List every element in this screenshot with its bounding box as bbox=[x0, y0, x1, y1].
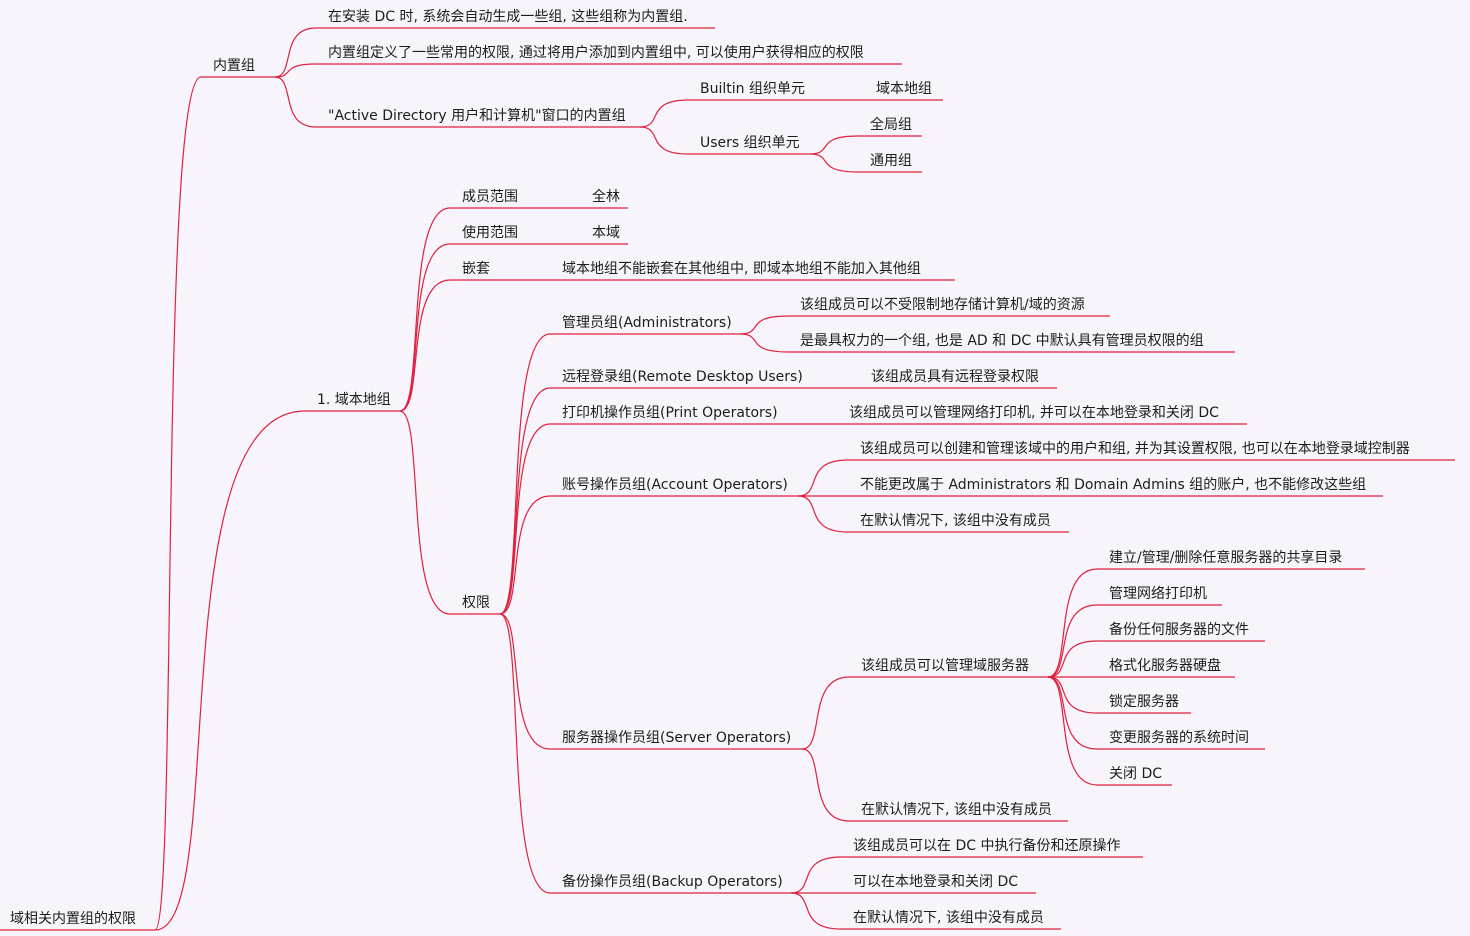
branch-connector bbox=[1047, 604, 1098, 678]
topic-node-1-3-4-0-3[interactable]: 格式化服务器硬盘 bbox=[1109, 657, 1221, 674]
topic-node-1-3-3-0[interactable]: 该组成员可以创建和管理该域中的用户和组, 并为其设置权限, 也可以在本地登录域控… bbox=[860, 440, 1410, 457]
topic-node-1-3[interactable]: 权限 bbox=[462, 595, 490, 611]
topic-node-1-3-5-0[interactable]: 该组成员可以在 DC 中执行备份和还原操作 bbox=[853, 837, 1120, 854]
topic-node-1-3-0-1[interactable]: 是最具权力的一个组, 也是 AD 和 DC 中默认具有管理员权限的组 bbox=[800, 333, 1204, 349]
topic-node-1-3-3[interactable]: 账号操作员组(Account Operators) bbox=[562, 477, 788, 493]
topic-node-0-2-1[interactable]: Users 组织单元 bbox=[700, 135, 800, 151]
branch-connector bbox=[499, 613, 551, 894]
branch-connector bbox=[399, 243, 451, 412]
topic-node-1-3-5-2[interactable]: 在默认情况下, 该组中没有成员 bbox=[853, 910, 1044, 926]
topic-node-1-3-4-0-0[interactable]: 建立/管理/删除任意服务器的共享目录 bbox=[1109, 549, 1342, 566]
topic-node-1-3-1-0[interactable]: 该组成员具有远程登录权限 bbox=[871, 369, 1039, 385]
branch-connector bbox=[274, 27, 317, 78]
branch-connector bbox=[1047, 640, 1098, 678]
branch-connector bbox=[499, 333, 551, 615]
topic-node-1-1[interactable]: 使用范围 bbox=[462, 224, 518, 241]
branch-connector bbox=[639, 99, 689, 128]
branch-connector bbox=[790, 856, 842, 894]
branch-connector bbox=[739, 315, 789, 335]
topic-node-1-3-2[interactable]: 打印机操作员组(Print Operators) bbox=[562, 404, 778, 421]
topic-node-0-2-0[interactable]: Builtin 组织单元 bbox=[700, 81, 805, 97]
topic-node-1-3-4-0-4[interactable]: 锁定服务器 bbox=[1109, 694, 1179, 710]
branch-connector bbox=[274, 63, 317, 78]
branch-connector bbox=[154, 410, 306, 931]
branch-connector bbox=[499, 387, 551, 615]
topic-node-1-1-0[interactable]: 本域 bbox=[592, 225, 620, 241]
branch-connector bbox=[399, 207, 451, 412]
root-topic[interactable]: 域相关内置组的权限 bbox=[10, 911, 136, 927]
topic-node-1[interactable]: 1. 域本地组 bbox=[317, 392, 391, 408]
branch-connector bbox=[801, 748, 850, 822]
topic-node-1-2[interactable]: 嵌套 bbox=[462, 261, 490, 277]
topic-node-1-3-5[interactable]: 备份操作员组(Backup Operators) bbox=[562, 873, 783, 890]
topic-node-1-3-4[interactable]: 服务器操作员组(Server Operators) bbox=[562, 730, 791, 746]
branch-connector bbox=[499, 495, 551, 615]
branch-connector bbox=[639, 126, 689, 155]
topic-node-0-2-1-0[interactable]: 全局组 bbox=[870, 116, 912, 133]
topic-node-1-3-4-0-1[interactable]: 管理网络打印机 bbox=[1109, 585, 1207, 602]
branch-connector bbox=[801, 676, 850, 750]
topic-node-1-3-1[interactable]: 远程登录组(Remote Desktop Users) bbox=[562, 369, 803, 385]
topic-node-1-3-0[interactable]: 管理员组(Administrators) bbox=[562, 315, 732, 331]
branch-connector bbox=[399, 279, 451, 412]
branch-connector bbox=[499, 613, 551, 750]
branch-connector bbox=[797, 459, 849, 497]
topic-node-1-3-4-0-6[interactable]: 关闭 DC bbox=[1109, 766, 1162, 782]
topic-node-0-2[interactable]: "Active Directory 用户和计算机"窗口的内置组 bbox=[328, 107, 626, 124]
topic-node-1-2-0[interactable]: 域本地组不能嵌套在其他组中, 即域本地组不能加入其他组 bbox=[562, 261, 921, 277]
branch-connector bbox=[790, 892, 842, 930]
branch-connector bbox=[809, 153, 859, 173]
branch-connector bbox=[154, 76, 202, 931]
topic-node-1-3-4-0-2[interactable]: 备份任何服务器的文件 bbox=[1109, 621, 1249, 638]
branch-connector bbox=[1047, 676, 1098, 786]
topic-node-1-0[interactable]: 成员范围 bbox=[462, 188, 518, 205]
branch-connector bbox=[739, 333, 789, 353]
branch-connector bbox=[1047, 676, 1098, 714]
branch-connector bbox=[797, 495, 849, 533]
branch-connector bbox=[274, 76, 317, 128]
topic-node-0-0[interactable]: 在安装 DC 时, 系统会自动生成一些组, 这些组称为内置组. bbox=[328, 8, 688, 25]
topic-node-0[interactable]: 内置组 bbox=[213, 58, 255, 74]
topic-node-1-3-2-0[interactable]: 该组成员可以管理网络打印机, 并可以在本地登录和关闭 DC bbox=[849, 404, 1219, 421]
topic-node-1-3-3-1[interactable]: 不能更改属于 Administrators 和 Domain Admins 组的… bbox=[860, 476, 1366, 493]
topic-node-1-3-4-0[interactable]: 该组成员可以管理域服务器 bbox=[861, 658, 1029, 674]
topic-node-0-2-0-0[interactable]: 域本地组 bbox=[876, 81, 932, 97]
topic-node-1-0-0[interactable]: 全林 bbox=[592, 188, 620, 205]
topic-node-1-3-4-1[interactable]: 在默认情况下, 该组中没有成员 bbox=[861, 802, 1052, 818]
topic-node-1-3-5-1[interactable]: 可以在本地登录和关闭 DC bbox=[853, 874, 1018, 890]
topic-node-1-3-0-0[interactable]: 该组成员可以不受限制地存储计算机/域的资源 bbox=[800, 297, 1085, 313]
branch-connector bbox=[399, 410, 451, 615]
topic-node-0-2-1-1[interactable]: 通用组 bbox=[870, 153, 912, 169]
branch-connector bbox=[499, 423, 551, 615]
topic-node-0-1[interactable]: 内置组定义了一些常用的权限, 通过将用户添加到内置组中, 可以使用户获得相应的权… bbox=[328, 44, 864, 61]
branch-connector bbox=[809, 135, 859, 155]
branch-connector bbox=[1047, 568, 1098, 678]
topic-node-1-3-3-2[interactable]: 在默认情况下, 该组中没有成员 bbox=[860, 513, 1051, 529]
topic-node-1-3-4-0-5[interactable]: 变更服务器的系统时间 bbox=[1109, 730, 1249, 746]
